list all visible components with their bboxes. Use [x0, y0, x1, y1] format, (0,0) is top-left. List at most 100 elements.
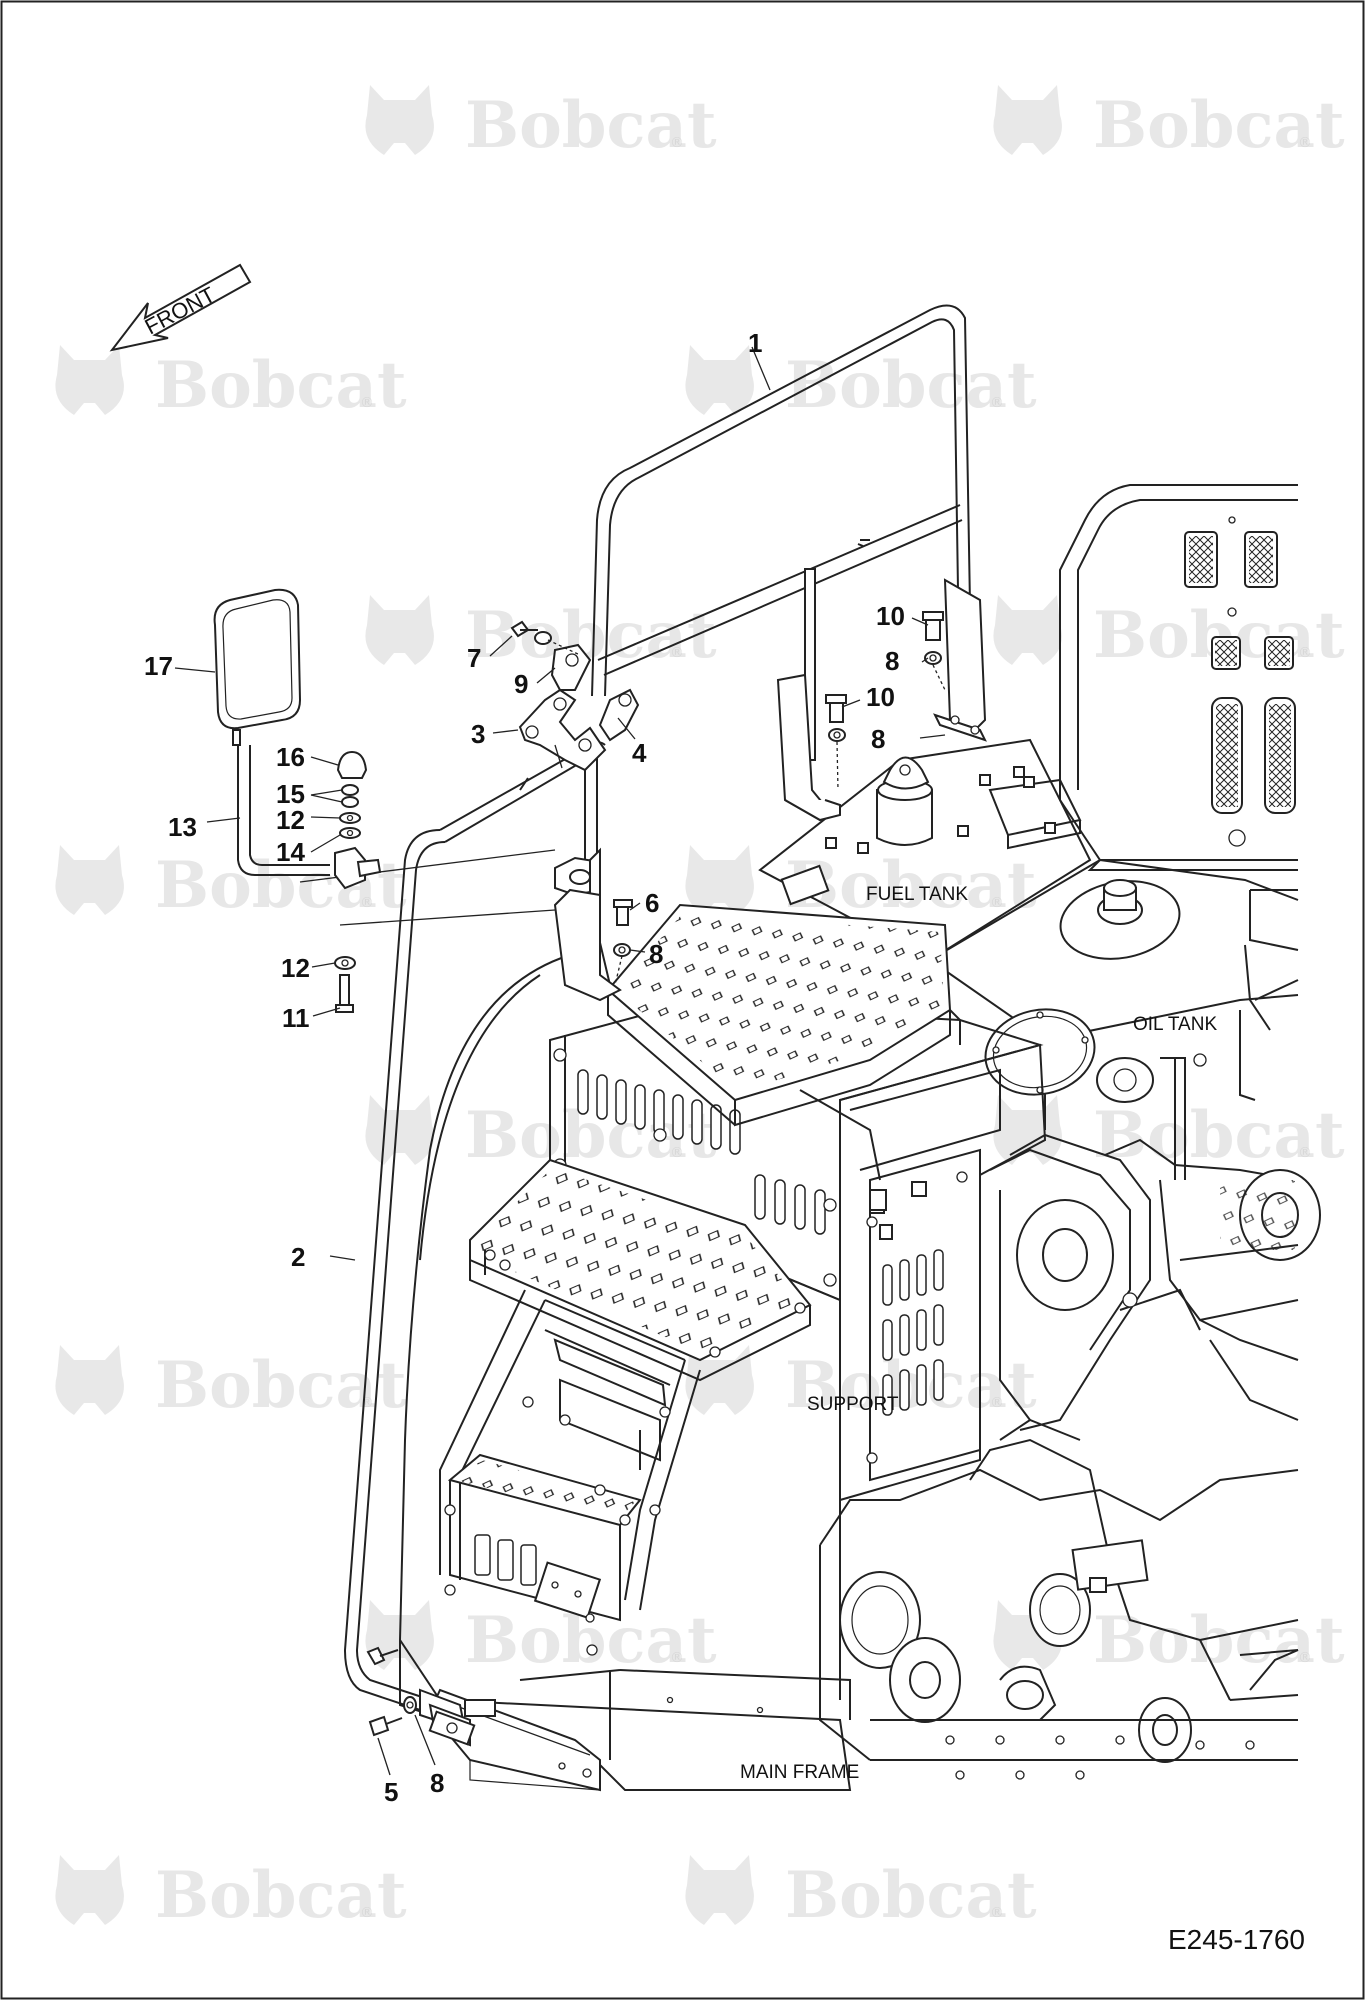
front-arrow-label: FRONT [141, 282, 220, 340]
callout-2: 2 [291, 1242, 305, 1272]
watermark-reg-mark: ® [1298, 645, 1312, 661]
main-frame-label: MAIN FRAME [740, 1762, 859, 1783]
bobcat-logo-icon [365, 85, 434, 155]
watermark-reg-mark: ® [360, 1905, 374, 1921]
callout-17: 17 [144, 651, 173, 681]
drawing-code: E245-1760 [1168, 1924, 1305, 1955]
callout-labels: 1 2 3 4 5 6 7 8 8 8 8 9 10 10 11 12 12 1… [144, 328, 905, 1807]
callout-14: 14 [276, 837, 305, 867]
bobcat-watermark: Bobcat® [993, 85, 1345, 163]
storage-box-slots [577, 1069, 826, 1235]
callout-12-lower: 12 [281, 953, 310, 983]
callout-8-center: 8 [649, 939, 663, 969]
bobcat-logo-icon [685, 1855, 754, 1925]
swing-bracket [989, 1133, 1321, 1431]
bobcat-watermark: Bobcat® [55, 345, 407, 423]
callout-1: 1 [748, 328, 762, 358]
oil-tank-label: OIL TANK [1133, 1014, 1217, 1035]
callout-13: 13 [168, 812, 197, 842]
watermark-text: Bobcat [155, 348, 407, 423]
handrail-right-mount [776, 578, 987, 822]
lower-step-grate [469, 1158, 812, 1382]
bobcat-watermark: Bobcat® [993, 1600, 1345, 1678]
watermark-reg-mark: ® [670, 135, 684, 151]
right-compartment [1239, 889, 1299, 1101]
handrail-top [591, 304, 976, 761]
watermark-text: Bobcat [785, 1348, 1037, 1423]
callout-12-upper: 12 [276, 805, 305, 835]
bobcat-watermark: Bobcat® [685, 1345, 1037, 1423]
callout-6: 6 [645, 888, 659, 918]
bobcat-logo-icon [993, 1095, 1062, 1165]
watermark-reg-mark: ® [1298, 135, 1312, 151]
watermark-text: Bobcat [1093, 1603, 1345, 1678]
callout-4: 4 [632, 738, 647, 768]
watermark-text: Bobcat [785, 1858, 1037, 1933]
step-ladder-frame [439, 1289, 701, 1656]
callout-8-top-right: 8 [885, 646, 899, 676]
bobcat-watermark: Bobcat® [365, 1600, 717, 1678]
watermark-reg-mark: ® [360, 895, 374, 911]
bobcat-logo-icon [365, 1095, 434, 1165]
engine-housing [1059, 484, 1298, 871]
bobcat-logo-icon [993, 595, 1062, 665]
support-panel [839, 1043, 1047, 1502]
support-label: SUPPORT [807, 1394, 899, 1415]
watermark-reg-mark: ® [1298, 1145, 1312, 1161]
watermark-text: Bobcat [465, 88, 717, 163]
watermark-text: Bobcat [1093, 1098, 1345, 1173]
bottom-foot-plate [428, 1688, 601, 1792]
bobcat-logo-icon [55, 845, 124, 915]
bobcat-watermarks: Bobcat®Bobcat®Bobcat®Bobcat®Bobcat®Bobca… [55, 85, 1345, 1933]
callout-10-top: 10 [876, 601, 905, 631]
bobcat-logo-icon [993, 85, 1062, 155]
callout-9: 9 [514, 669, 528, 699]
callout-7: 7 [467, 643, 481, 673]
bobcat-watermark: Bobcat® [685, 345, 1037, 423]
front-arrow-icon: FRONT [109, 263, 252, 352]
mirror-assembly [213, 588, 382, 890]
watermark-text: Bobcat [155, 1858, 407, 1933]
watermark-reg-mark: ® [360, 1395, 374, 1411]
callout-16: 16 [276, 742, 305, 772]
watermark-reg-mark: ® [1298, 1650, 1312, 1666]
bobcat-watermark: Bobcat® [55, 1345, 407, 1423]
callout-8-mid-right: 8 [871, 724, 885, 754]
callout-10-mid: 10 [866, 682, 895, 712]
bobcat-watermark: Bobcat® [55, 1855, 407, 1933]
top-step-grate [606, 903, 961, 1181]
main-frame-lower [819, 1418, 1299, 1780]
watermark-reg-mark: ® [670, 1145, 684, 1161]
watermark-reg-mark: ® [360, 395, 374, 411]
bobcat-logo-icon [365, 595, 434, 665]
watermark-reg-mark: ® [670, 645, 684, 661]
callout-8-bottom: 8 [430, 1768, 444, 1798]
callout-leaders [174, 346, 946, 1776]
watermark-text: Bobcat [465, 598, 717, 673]
bobcat-logo-icon [55, 345, 124, 415]
bobcat-logo-icon [55, 1855, 124, 1925]
callout-3: 3 [471, 719, 485, 749]
bobcat-logo-icon [685, 845, 754, 915]
watermark-reg-mark: ® [990, 1395, 1004, 1411]
watermark-reg-mark: ® [990, 395, 1004, 411]
bobcat-logo-icon [685, 345, 754, 415]
callout-15: 15 [276, 779, 305, 809]
area-labels: FUEL TANK OIL TANK SUPPORT MAIN FRAME [740, 884, 1217, 1783]
bobcat-watermark: Bobcat® [365, 595, 717, 673]
callout-5: 5 [384, 1777, 398, 1807]
fuel-tank-label: FUEL TANK [866, 884, 968, 905]
watermark-reg-mark: ® [990, 895, 1004, 911]
watermark-text: Bobcat [1093, 88, 1345, 163]
watermark-text: Bobcat [155, 1348, 407, 1423]
watermark-reg-mark: ® [670, 1650, 684, 1666]
support-vent-slots [882, 1249, 944, 1416]
bobcat-logo-icon [55, 1345, 124, 1415]
clamp-assembly [299, 611, 946, 1737]
watermark-reg-mark: ® [990, 1905, 1004, 1921]
watermark-text: Bobcat [785, 348, 1037, 423]
callout-11: 11 [282, 1003, 310, 1033]
bobcat-watermark: Bobcat® [685, 1855, 1037, 1933]
